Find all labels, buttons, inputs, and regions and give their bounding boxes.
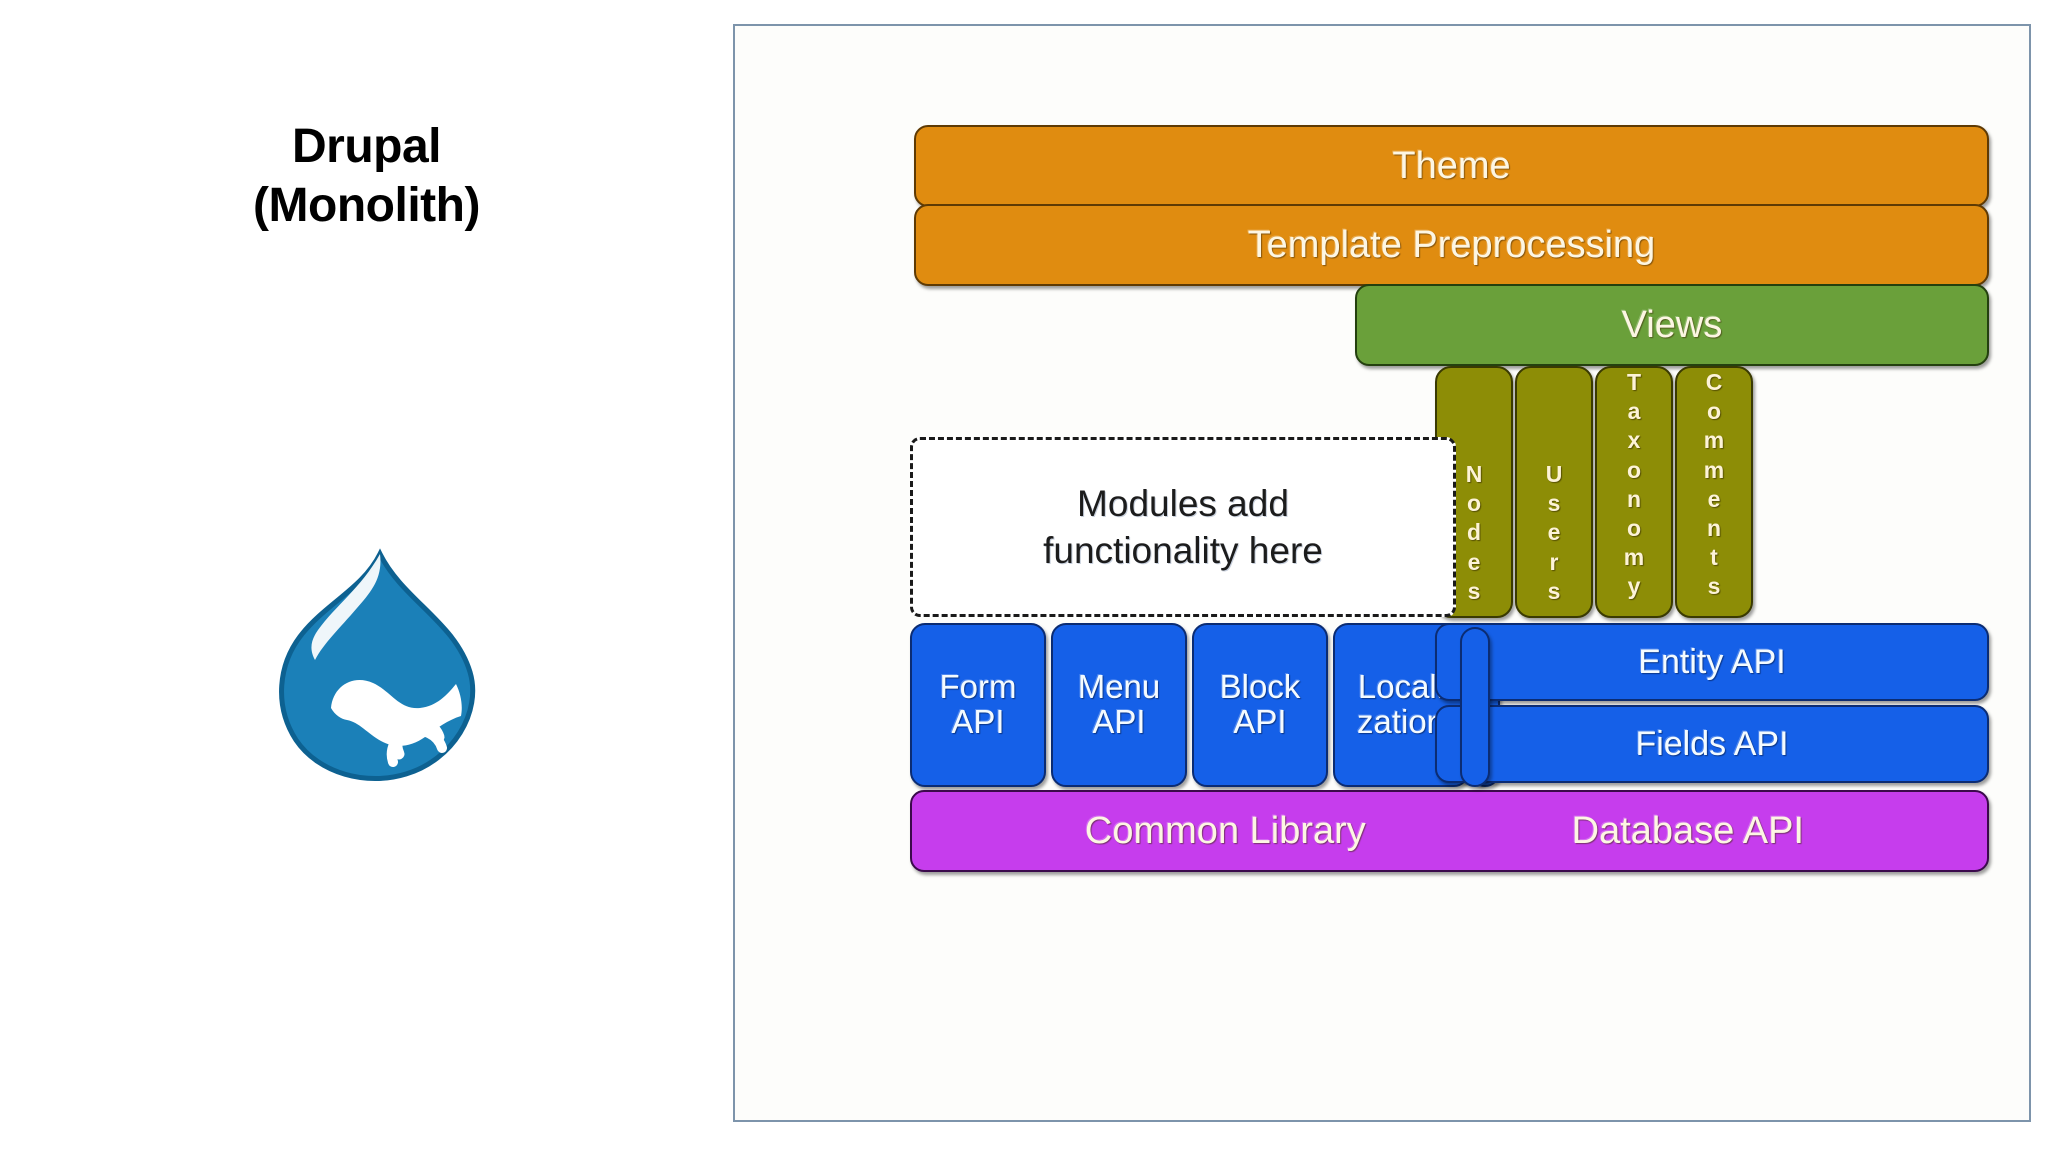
title-line-secondary: (Monolith) — [253, 178, 480, 232]
diagram-box-foundation[interactable]: Common Library Database API — [910, 790, 1989, 872]
box-label-block-api: Block API — [1219, 668, 1301, 740]
box-label-fields-api: Fields API — [1635, 724, 1789, 763]
box-label-theme: Theme — [1392, 144, 1511, 187]
box-label-views: Views — [1621, 303, 1723, 346]
diagram-box-menu-api[interactable]: Menu API — [1051, 623, 1187, 787]
diagram-box-form-api[interactable]: Form API — [910, 623, 1046, 787]
box-label-common-library: Common Library — [1084, 809, 1366, 852]
diagram-box-entity-api[interactable]: Entity API — [1435, 623, 1989, 701]
diagram-box-fields-api[interactable]: Fields API — [1435, 705, 1989, 783]
box-label-localization: Locali zation — [1356, 668, 1446, 740]
drupal-droplet-icon — [275, 548, 485, 783]
box-label-modules-placeholder: Modules add functionality here — [1043, 482, 1323, 571]
box-label-menu-api: Menu API — [1077, 668, 1161, 740]
box-label-template-preprocessing: Template Preprocessing — [1247, 223, 1656, 266]
diagram-box-theme[interactable]: Theme — [914, 125, 1989, 207]
diagram-box-views[interactable]: Views — [1355, 284, 1989, 366]
box-label-entity-api: Entity API — [1638, 642, 1786, 681]
box-label-database-api: Database API — [1571, 809, 1805, 852]
title-line-primary: Drupal — [291, 120, 442, 173]
diagram-box-template-preprocessing[interactable]: Template Preprocessing — [914, 204, 1989, 286]
diagram-box-modules-placeholder: Modules add functionality here — [910, 437, 1456, 617]
stacked-card-edge-1 — [1460, 627, 1490, 787]
box-label-form-api: Form API — [939, 668, 1017, 740]
diagram-box-block-api[interactable]: Block API — [1192, 623, 1328, 787]
left-label-column: Drupal (Monolith) — [0, 0, 733, 1152]
page-title: Drupal (Monolith) — [0, 118, 733, 235]
